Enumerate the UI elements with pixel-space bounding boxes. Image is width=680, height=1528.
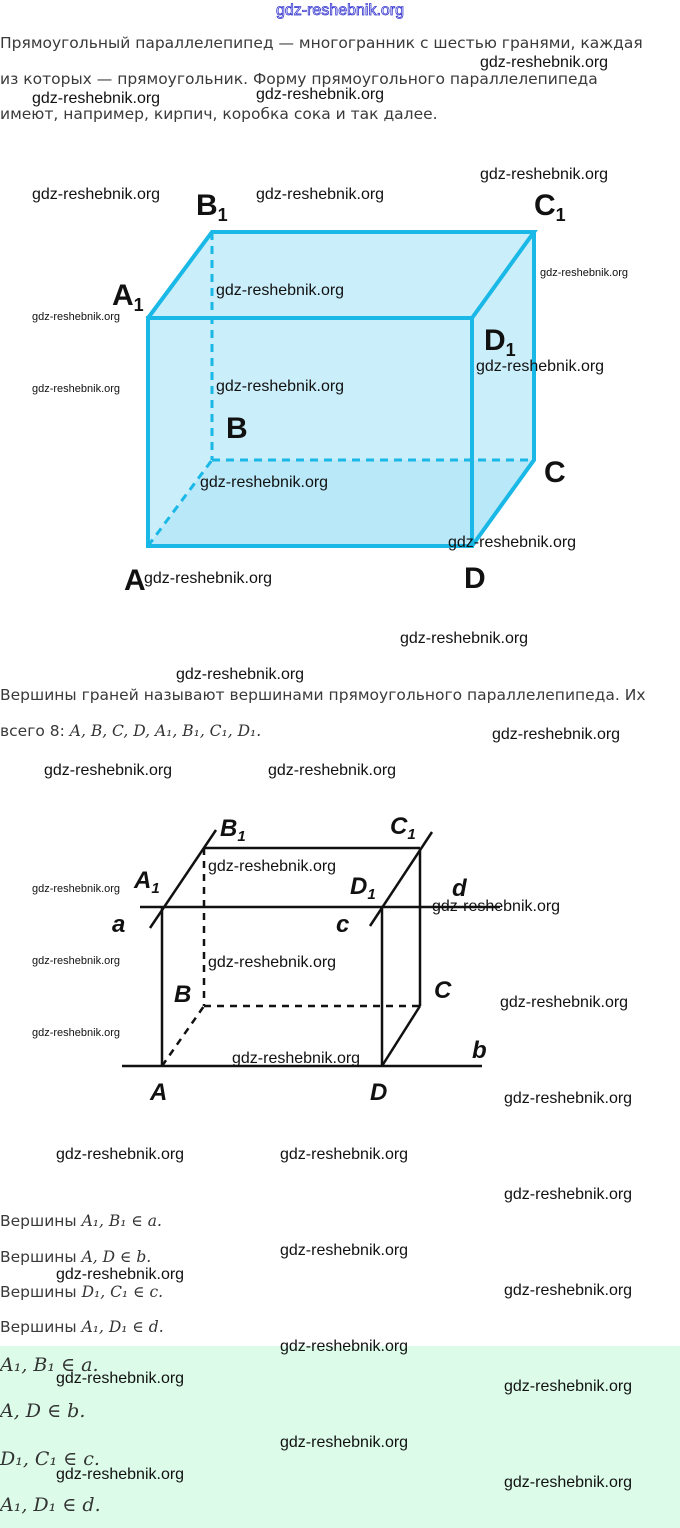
parallelepiped-figure: B1 C1 A1 D1 B C A D <box>112 189 566 597</box>
watermark: gdz-reshebnik.org <box>504 1282 633 1299</box>
watermark: gdz-reshebnik.org <box>256 86 385 103</box>
label-D1: D1 <box>484 324 516 360</box>
answer-3: D₁, C₁ ∈ c. <box>0 1448 100 1470</box>
watermark: gdz-reshebnik.org <box>56 1266 185 1283</box>
watermark: gdz-reshebnik.org <box>56 1146 185 1163</box>
statement-4: Вершины A₁, D₁ ∈ d. <box>0 1318 164 1336</box>
watermark: gdz-reshebnik.org <box>480 166 609 183</box>
label-C: C <box>434 977 452 1004</box>
hidden-edge-ab <box>160 1005 206 1067</box>
vertices-line-2: всего 8: A, B, C, D, A₁, B₁, C₁, D₁. <box>0 722 262 740</box>
label-A1: A1 <box>112 279 144 315</box>
top-edges <box>146 230 538 320</box>
label-B1: B1 <box>220 815 246 845</box>
label-A: A <box>149 1079 167 1106</box>
watermark: gdz-reshebnik.org <box>500 994 629 1011</box>
label-C1: C1 <box>534 189 566 225</box>
site-link[interactable]: gdz-reshebnik.org <box>275 2 405 20</box>
label-d: d <box>452 875 468 902</box>
line-d <box>368 831 434 927</box>
watermark: gdz-reshebnik.org <box>268 762 397 779</box>
label-D: D <box>464 562 486 595</box>
label-C1: C1 <box>390 813 416 843</box>
lines-figure: B1 C1 A1 D1 d a c B C A D b <box>112 813 500 1106</box>
hidden-edge-ab <box>146 459 214 547</box>
answer-2: A, D ∈ b. <box>0 1400 86 1422</box>
watermark: gdz-reshebnik.org <box>280 1242 409 1259</box>
label-A: A <box>124 564 146 597</box>
label-A1: A1 <box>133 867 160 897</box>
watermark: gdz-reshebnik.org <box>44 762 173 779</box>
watermark: gdz-reshebnik.org <box>540 267 629 279</box>
watermark: gdz-reshebnik.org <box>476 358 605 375</box>
watermark: gdz-reshebnik.org <box>504 1474 633 1491</box>
watermark: gdz-reshebnik.org <box>208 858 337 875</box>
watermark: gdz-reshebnik.org <box>280 1338 409 1355</box>
watermark: gdz-reshebnik.org <box>32 90 161 107</box>
watermark: gdz-reshebnik.org <box>504 1378 633 1395</box>
watermark: gdz-reshebnik.org <box>216 282 345 299</box>
answer-block <box>0 1346 680 1528</box>
watermark: gdz-reshebnik.org <box>280 1146 409 1163</box>
statement-2: Вершины A, D ∈ b. <box>0 1248 152 1266</box>
watermark: gdz-reshebnik.org <box>432 898 561 915</box>
watermark: gdz-reshebnik.org <box>504 1186 633 1203</box>
vertices-line-1: Вершины граней называют вершинами прямоу… <box>0 686 646 704</box>
watermark: gdz-reshebnik.org <box>176 666 305 683</box>
statement-1: Вершины A₁, B₁ ∈ a. <box>0 1212 162 1230</box>
answer-1: A₁, B₁ ∈ a. <box>0 1354 99 1376</box>
watermark: gdz-reshebnik.org <box>280 1434 409 1451</box>
watermark: gdz-reshebnik.org <box>144 570 273 587</box>
label-B1: B1 <box>196 189 228 225</box>
watermark: gdz-reshebnik.org <box>208 954 337 971</box>
watermark: gdz-reshebnik.org <box>32 955 121 967</box>
watermark: gdz-reshebnik.org <box>56 1370 185 1387</box>
watermark: gdz-reshebnik.org <box>32 311 121 323</box>
label-D1: D1 <box>350 873 376 903</box>
watermark: gdz-reshebnik.org <box>232 1050 361 1067</box>
watermark: gdz-reshebnik.org <box>32 186 161 203</box>
label-B: B <box>174 981 191 1008</box>
label-B: B <box>226 412 248 445</box>
intro-line-1: Прямоугольный параллелепипед — многогран… <box>0 34 643 52</box>
watermark: gdz-reshebnik.org <box>400 630 529 647</box>
watermark: gdz-reshebnik.org <box>504 1090 633 1107</box>
front-face <box>146 316 474 548</box>
watermark: gdz-reshebnik.org <box>32 1027 121 1039</box>
label-D: D <box>370 1079 387 1106</box>
watermark: gdz-reshebnik.org <box>216 378 345 395</box>
intro-line-3: имеют, например, кирпич, коробка сока и … <box>0 105 438 123</box>
watermark: gdz-reshebnik.org <box>56 1466 185 1483</box>
watermark: gdz-reshebnik.org <box>480 54 609 71</box>
label-c: c <box>336 911 349 938</box>
answer-4: A₁, D₁ ∈ d. <box>0 1494 101 1516</box>
watermark: gdz-reshebnik.org <box>448 534 577 551</box>
watermark: gdz-reshebnik.org <box>32 883 121 895</box>
watermark: gdz-reshebnik.org <box>256 186 385 203</box>
label-C: C <box>544 456 566 489</box>
label-b: b <box>472 1037 487 1064</box>
bottom-face-fill <box>148 460 534 546</box>
watermark: gdz-reshebnik.org <box>492 726 621 743</box>
line-c <box>148 829 218 929</box>
watermark: gdz-reshebnik.org <box>200 474 329 491</box>
right-edges <box>470 232 536 548</box>
label-a: a <box>112 911 125 938</box>
intro-line-2: из которых — прямоугольник. Форму прямоу… <box>0 70 598 88</box>
statement-3: Вершины D₁, C₁ ∈ c. <box>0 1283 164 1301</box>
watermark: gdz-reshebnik.org <box>32 383 121 395</box>
